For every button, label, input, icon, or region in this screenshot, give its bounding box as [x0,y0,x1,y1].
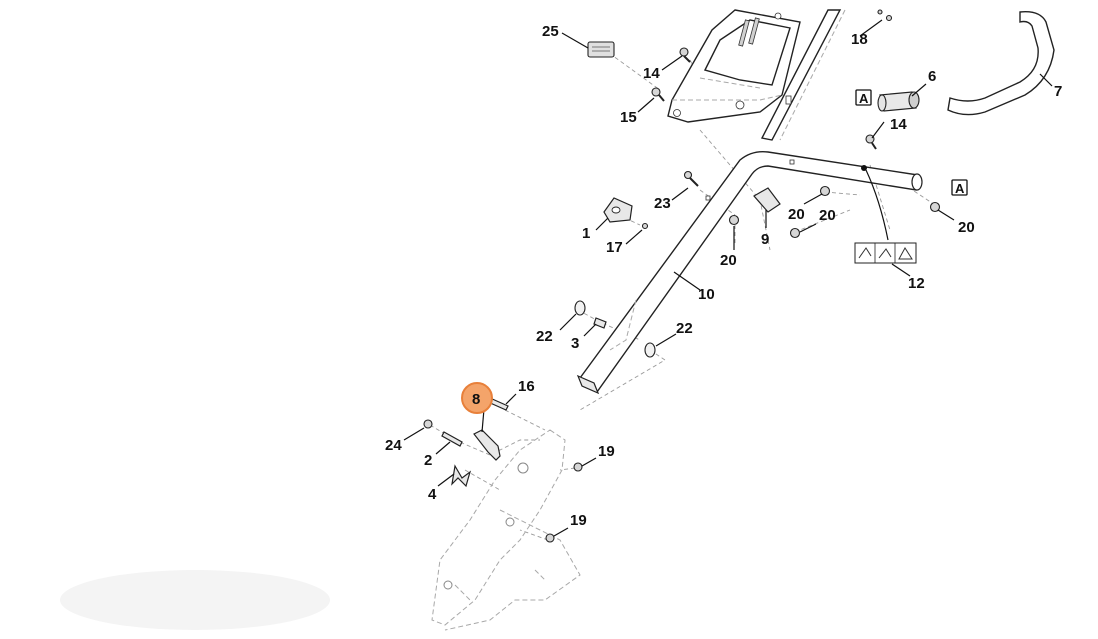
selected-callout-circle [461,382,493,414]
lever-assembly [423,397,509,488]
callout-7[interactable]: 7 [1054,83,1062,100]
callout-22-a[interactable]: 22 [536,328,553,345]
label-plate-part [587,41,615,58]
callout-19-a[interactable]: 19 [598,443,615,460]
callout-1[interactable]: 1 [582,225,590,242]
main-handle-tube [576,150,923,395]
screw-parts [651,9,893,150]
callout-3[interactable]: 3 [571,335,579,352]
callout-14[interactable]: 14 [643,65,660,82]
callout-16[interactable]: 16 [518,378,535,395]
callout-22-b[interactable]: 22 [676,320,693,337]
callout-8[interactable]: 8 [472,391,480,408]
washer-parts [574,300,656,358]
callout-20-c[interactable]: 20 [720,252,737,269]
small-screws [641,170,699,230]
reference-mark-a-1: A [855,89,872,106]
upper-handlebar [947,11,1055,116]
callout-10[interactable]: 10 [698,286,715,303]
callout-20-d[interactable]: 20 [958,219,975,236]
leader-lines [403,19,1053,537]
callout-8-selected[interactable]: 8 [461,382,493,414]
callout-12[interactable]: 12 [908,275,925,292]
callout-6[interactable]: 6 [928,68,936,85]
clamp-part [603,197,633,223]
callout-18[interactable]: 18 [851,31,868,48]
callout-25[interactable]: 25 [542,23,559,40]
callout-15[interactable]: 15 [620,109,637,126]
callout-14-lower[interactable]: 14 [890,116,907,133]
callout-9[interactable]: 9 [761,231,769,248]
reference-mark-a-2: A [951,179,968,196]
callout-19-b[interactable]: 19 [570,512,587,529]
background-shadow [60,570,330,630]
bracket-nuts [545,462,583,543]
callout-17[interactable]: 17 [606,239,623,256]
lower-bracket [431,429,581,631]
callout-4[interactable]: 4 [428,486,437,503]
callout-23[interactable]: 23 [654,195,671,212]
callout-2[interactable]: 2 [424,452,432,469]
control-panel-cover [667,9,801,123]
nut-parts [728,185,941,239]
callout-labels: 25 14 15 18 6 7 14 23 1 17 9 20 20 20 20… [385,23,1062,529]
clip-part [753,187,781,213]
callout-20-a[interactable]: 20 [788,206,805,223]
callout-20-b[interactable]: 20 [819,207,836,224]
reference-mark-label: A [859,91,869,106]
reference-mark-label: A [955,181,965,196]
cable-bar [760,9,846,141]
bushing-part [877,91,920,112]
callout-24[interactable]: 24 [385,437,402,454]
warning-label-part [854,242,917,264]
